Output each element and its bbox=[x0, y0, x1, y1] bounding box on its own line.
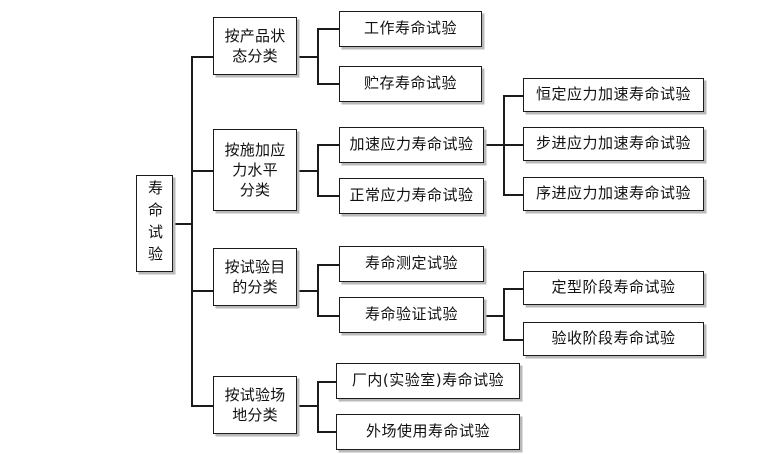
leaf-node-normal-stress-life-test[interactable]: 正常应力寿命试验 bbox=[339, 178, 484, 214]
connector-trunk-branch-3 bbox=[191, 290, 213, 292]
connector-verify-stub bbox=[483, 315, 504, 317]
leaf-node-finalization-stage-life-test[interactable]: 定型阶段寿命试验 bbox=[523, 271, 704, 305]
connector-root-stub bbox=[172, 223, 192, 225]
leaf-node-accelerated-stress-life-test[interactable]: 加速应力寿命试验 bbox=[339, 127, 484, 163]
connector-branch-3-child-2 bbox=[317, 315, 340, 317]
connector-trunk-branch-4 bbox=[191, 405, 213, 407]
connector-branch-1-child-1 bbox=[317, 28, 340, 30]
root-node-life-test[interactable]: 寿命试验 bbox=[136, 175, 173, 272]
leaf-node-in-plant-laboratory-life-test[interactable]: 厂内(实验室)寿命试验 bbox=[336, 363, 520, 399]
connector-branch-4-child-2 bbox=[317, 431, 336, 433]
connector-verify-child-2 bbox=[503, 339, 524, 341]
connector-root-trunk bbox=[191, 56, 193, 406]
branch-node-by-test-purpose[interactable]: 按试验目 的分类 bbox=[213, 248, 297, 306]
leaf-node-step-stress-accelerated-life-test[interactable]: 步进应力加速寿命试验 bbox=[523, 127, 704, 161]
branch-node-by-applied-stress-level[interactable]: 按施加应 力水平 分类 bbox=[213, 129, 297, 211]
leaf-node-field-use-life-test[interactable]: 外场使用寿命试验 bbox=[336, 414, 520, 450]
leaf-node-working-life-test[interactable]: 工作寿命试验 bbox=[339, 11, 482, 47]
connector-trunk-branch-1 bbox=[191, 56, 213, 58]
connector-accel-stub bbox=[483, 144, 504, 146]
leaf-node-storage-life-test[interactable]: 贮存寿命试验 bbox=[339, 66, 482, 102]
connector-branch-3-spine bbox=[317, 264, 319, 316]
leaf-node-life-determination-test[interactable]: 寿命测定试验 bbox=[339, 246, 484, 282]
connector-branch-2-stub bbox=[296, 170, 318, 172]
connector-branch-2-child-2 bbox=[317, 195, 340, 197]
connector-branch-3-stub bbox=[296, 290, 318, 292]
connector-branch-4-child-1 bbox=[317, 381, 336, 383]
connector-branch-2-child-1 bbox=[317, 144, 340, 146]
connector-accel-child-2 bbox=[503, 144, 524, 146]
connector-branch-4-stub bbox=[296, 405, 318, 407]
leaf-node-constant-stress-accelerated-life-test[interactable]: 恒定应力加速寿命试验 bbox=[523, 78, 704, 112]
leaf-node-life-verification-test[interactable]: 寿命验证试验 bbox=[339, 297, 484, 333]
branch-node-by-test-site[interactable]: 按试验场 地分类 bbox=[213, 376, 297, 434]
connector-branch-1-spine bbox=[317, 28, 319, 84]
leaf-node-progressive-stress-accelerated-life-test[interactable]: 序进应力加速寿命试验 bbox=[523, 177, 704, 211]
connector-branch-1-child-2 bbox=[317, 83, 340, 85]
connector-accel-child-1 bbox=[503, 95, 524, 97]
branch-node-by-product-state[interactable]: 按产品状 态分类 bbox=[213, 17, 297, 75]
connector-branch-4-spine bbox=[317, 381, 319, 432]
leaf-node-acceptance-stage-life-test[interactable]: 验收阶段寿命试验 bbox=[523, 322, 704, 356]
connector-branch-3-child-1 bbox=[317, 264, 340, 266]
connector-accel-child-3 bbox=[503, 194, 524, 196]
connector-trunk-branch-2 bbox=[191, 170, 213, 172]
connector-verify-child-1 bbox=[503, 288, 524, 290]
connector-branch-1-stub bbox=[296, 56, 318, 58]
connector-verify-spine bbox=[503, 288, 505, 340]
connector-branch-2-spine bbox=[317, 144, 319, 196]
